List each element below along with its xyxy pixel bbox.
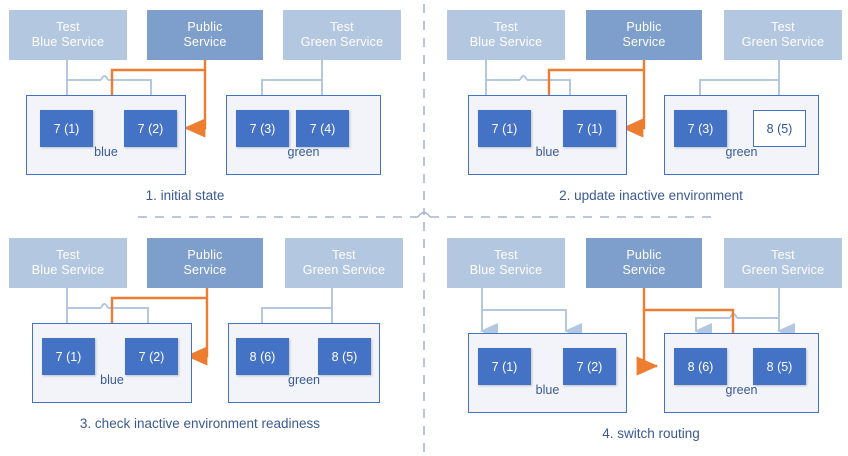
instance-box[interactable]: 7 (2) [125, 338, 178, 375]
instance-box[interactable]: 7 (1) [563, 110, 616, 147]
instance-box[interactable]: 8 (5) [753, 110, 806, 147]
panel-caption: 2. update inactive environment [559, 188, 743, 203]
instance-box[interactable]: 8 (5) [318, 338, 371, 375]
env-green-label: green [287, 145, 320, 159]
instance-box[interactable]: 7 (1) [478, 348, 531, 385]
env-green-label: green [725, 383, 758, 397]
env-blue-label: blue [94, 145, 118, 159]
panel-caption: 3. check inactive environment readiness [79, 416, 321, 431]
env-blue-label: blue [535, 383, 560, 397]
instance-box[interactable]: 7 (3) [674, 110, 727, 147]
instance-box[interactable]: 7 (4) [296, 110, 349, 147]
env-blue-label: blue [100, 373, 124, 387]
instance-box[interactable]: 7 (1) [478, 110, 531, 147]
panel-caption: 1. initial state [145, 188, 225, 203]
instance-box[interactable]: 7 (3) [236, 110, 289, 147]
instance-box[interactable]: 8 (5) [753, 348, 806, 385]
env-blue-label: blue [535, 145, 560, 159]
instance-box[interactable]: 7 (2) [563, 348, 616, 385]
instance-box[interactable]: 8 (6) [674, 348, 727, 385]
instance-box[interactable]: 7 (1) [42, 338, 95, 375]
env-green-label: green [288, 373, 320, 387]
instance-box[interactable]: 8 (6) [236, 338, 289, 375]
instance-box[interactable]: 7 (2) [124, 110, 177, 147]
instance-box[interactable]: 7 (1) [40, 110, 93, 147]
env-green-label: green [725, 145, 758, 159]
panel-caption: 4. switch routing [602, 426, 700, 441]
